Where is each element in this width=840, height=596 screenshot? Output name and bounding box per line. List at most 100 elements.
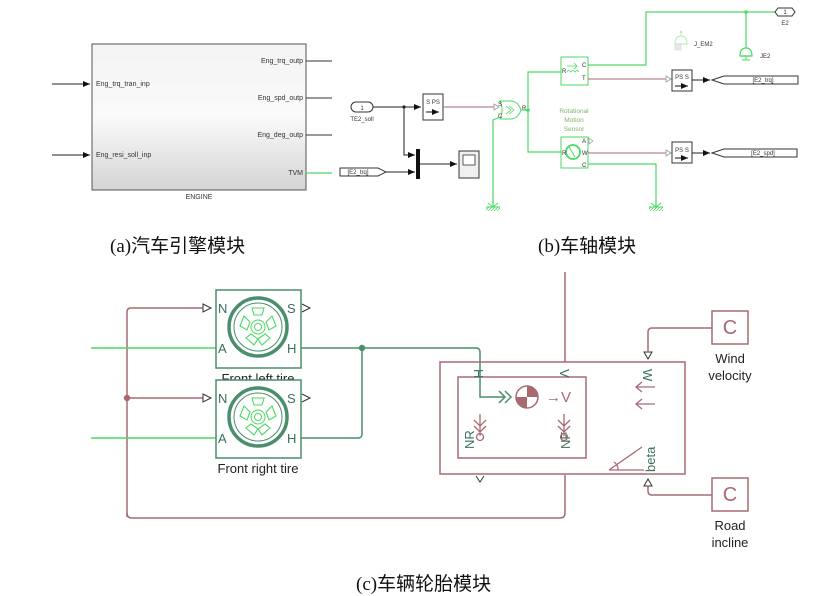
- goto-block-engine-trq[interactable]: [339, 167, 388, 177]
- constant-incline-label-1: Road: [714, 518, 745, 533]
- goto-block-spd[interactable]: [710, 148, 798, 158]
- signal-line-to-mux: [403, 107, 415, 158]
- s-ps-converter[interactable]: [422, 93, 444, 121]
- rot-sensor-port-w: W: [582, 151, 588, 157]
- constant-incline-label-2: incline: [712, 535, 749, 550]
- tire2-port-s: S: [287, 391, 296, 406]
- caption-b: (b)车轴模块: [538, 235, 636, 257]
- tire-wheel-icon: [227, 296, 289, 358]
- torque-sensor-port-t: T: [582, 76, 586, 82]
- mech-line-source-ground: [492, 116, 501, 207]
- tire-block-front-right[interactable]: [215, 379, 302, 459]
- h-chevron-icon: [498, 390, 513, 404]
- goto-engine-trq-tag: [E2_trq]: [347, 170, 368, 176]
- ps-port-triangle-3: [665, 149, 672, 157]
- caption-c: (c)车辆轮胎模块: [356, 573, 491, 595]
- port-a-triangle: [588, 137, 594, 145]
- mux-block[interactable]: [416, 149, 420, 179]
- inport-name: TE2_soll: [350, 117, 373, 123]
- engine-port-in-2: Eng_resi_soll_inp: [96, 152, 151, 159]
- mech-line-sensor-ground: [588, 163, 657, 207]
- normal-force-rear-icon: [473, 414, 487, 442]
- torque-sensor-port-r: R: [562, 69, 567, 75]
- tire1-port-n: N: [218, 301, 227, 316]
- tire1-port-a: A: [218, 341, 227, 356]
- ps-line-incline: [647, 486, 712, 496]
- mech-line-to-motion-sensor: [527, 110, 561, 153]
- constant-incline-symbol: C: [723, 484, 737, 506]
- rot-sensor-icon: [565, 144, 581, 160]
- engine-block-name: ENGINE: [186, 194, 213, 201]
- constant-block-wind[interactable]: [711, 310, 749, 345]
- engine-port-out-1: Eng_trq_outp: [261, 58, 303, 65]
- vehicle-body-block[interactable]: [439, 361, 686, 475]
- ps-s-label-1: PS S: [675, 75, 689, 81]
- tire1-port-s: S: [287, 301, 296, 316]
- tire2-name: Front right tire: [218, 461, 299, 476]
- goto-block-trq[interactable]: [710, 75, 799, 85]
- normal-force-front-icon: [557, 414, 571, 442]
- vehicle-subsystem: N S A H Front left tire N S A H Front ri…: [91, 272, 752, 550]
- body-port-v: V: [557, 369, 572, 378]
- rot-sensor-label-3: Sensor: [564, 126, 585, 133]
- tire1-s-port-triangle: [301, 303, 312, 313]
- constant-wind-label-2: velocity: [708, 368, 752, 383]
- rot-sensor-label-1: Rotational: [559, 108, 589, 115]
- outport-e2[interactable]: [774, 7, 796, 17]
- rot-sensor-port-c: C: [582, 163, 587, 169]
- w-port-triangle: [643, 351, 653, 361]
- ps-s-label-2: PS S: [675, 148, 689, 154]
- torque-sensor-port-c: C: [582, 63, 587, 69]
- engine-block[interactable]: [91, 43, 307, 191]
- tire2-s-port-triangle: [301, 393, 312, 403]
- torque-sensor-icon: [566, 62, 580, 73]
- arrows-left-icon: [634, 381, 655, 410]
- tire-wheel-icon: [227, 386, 289, 448]
- ps-branch-dot: [123, 394, 131, 402]
- inertia-faded-label: J_EM2: [694, 42, 713, 48]
- engine-port-out-4: TVM: [288, 170, 303, 177]
- torque-source-icon: [505, 105, 515, 115]
- body-v-symbol: →V: [546, 389, 571, 406]
- body-port-nr: NR: [462, 430, 477, 449]
- inertia-block[interactable]: [739, 47, 753, 61]
- outport-name: E2: [781, 21, 789, 27]
- ground-icon-2: [649, 202, 663, 211]
- source-port-c: C: [498, 114, 503, 120]
- constant-block-incline[interactable]: [711, 477, 749, 512]
- caption-a: (a)汽车引擎模块: [110, 235, 245, 257]
- tire-block-front-left[interactable]: [215, 289, 302, 369]
- engine-subsystem: Eng_trq_tran_inp Eng_resi_soll_inp Eng_t…: [52, 43, 332, 201]
- goto-spd-tag: [E2_spd]: [751, 151, 775, 157]
- ps-line-wind: [647, 327, 712, 352]
- mech-branch-dot-c: [358, 344, 366, 352]
- center-of-mass-icon: [515, 385, 539, 409]
- tire2-port-n: N: [218, 391, 227, 406]
- source-port-s: S: [498, 102, 502, 108]
- beta-port-triangle: [643, 477, 653, 487]
- body-port-h: H: [471, 369, 486, 378]
- tire2-port-h: H: [287, 431, 296, 446]
- rot-sensor-label-2: Motion: [564, 117, 584, 124]
- rot-sensor-port-a: A: [582, 139, 586, 145]
- mech-line-to-torque-sensor: [527, 71, 561, 110]
- body-port-beta: beta: [643, 446, 658, 472]
- axle-subsystem: 1 TE2_soll S PS S C R R C T: [339, 7, 799, 211]
- nr-port-triangle: [475, 475, 485, 483]
- outport-number: 1: [783, 10, 787, 16]
- tire1-port-h: H: [287, 341, 296, 356]
- mech-line-h-into-body: [475, 347, 505, 398]
- rot-sensor-needle: [568, 146, 576, 158]
- engine-port-out-3: Eng_deg_outp: [257, 132, 303, 139]
- incline-angle-icon: [608, 446, 644, 471]
- s-ps-label: S PS: [426, 100, 440, 106]
- constant-wind-symbol: C: [723, 317, 737, 339]
- goto-trq-tag: [E2_trq]: [752, 78, 773, 84]
- ps-line-normal-force-front: [126, 307, 204, 517]
- mech-line-to-outport: [588, 11, 780, 66]
- inertia-faded-block[interactable]: [674, 30, 688, 51]
- inertia-label: JE2: [760, 54, 771, 60]
- engine-port-in-1: Eng_trq_tran_inp: [96, 81, 150, 88]
- engine-port-out-2: Eng_spd_outp: [258, 95, 303, 102]
